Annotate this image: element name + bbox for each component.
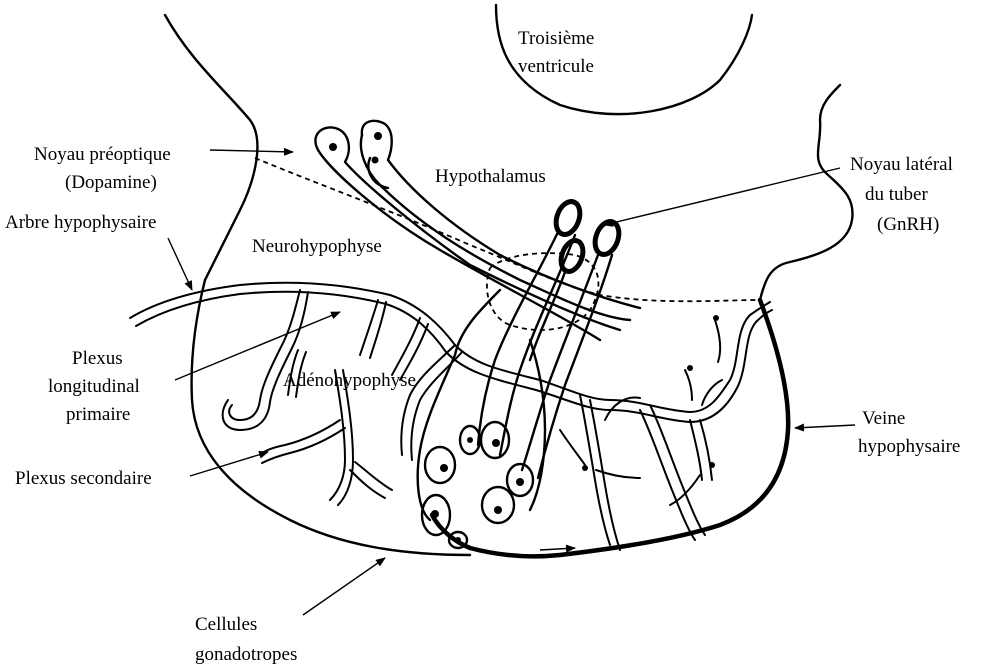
- label-lateral-tuber-2: du tuber: [865, 184, 928, 205]
- gnrh-neurons: [478, 198, 623, 478]
- label-primary-plexus-1: Plexus: [72, 348, 123, 369]
- label-neurohypophysis: Neurohypophyse: [252, 236, 382, 257]
- label-hypophyseal-tree: Arbre hypophysaire: [5, 212, 156, 233]
- label-third-ventricle-1: Troisième: [518, 28, 594, 49]
- right-capillaries: [560, 315, 722, 550]
- label-gonadotropes-1: Cellules: [195, 614, 257, 635]
- label-preoptic-nucleus-1: Noyau préoptique: [34, 144, 171, 165]
- label-third-ventricle-2: ventricule: [518, 56, 594, 77]
- label-lateral-tuber-1: Noyau latéral: [850, 154, 953, 175]
- label-preoptic-nucleus-2: (Dopamine): [65, 172, 157, 193]
- label-hypothalamus: Hypothalamus: [435, 166, 546, 187]
- label-secondary-plexus: Plexus secondaire: [15, 468, 152, 489]
- axon-tract-left: [418, 290, 500, 520]
- label-adenohypophysis: Adénohypophyse: [283, 370, 416, 391]
- brain-outline-right: [760, 85, 853, 300]
- label-primary-plexus-2: longitudinal: [48, 376, 140, 397]
- brain-outline-left: [165, 15, 257, 280]
- label-hypophyseal-vein-2: hypophysaire: [858, 436, 960, 457]
- label-gonadotropes-2: gonadotropes: [195, 644, 297, 665]
- label-primary-plexus-3: primaire: [66, 404, 130, 425]
- preoptic-neurons: [315, 121, 640, 340]
- label-lateral-tuber-3: (GnRH): [877, 214, 939, 235]
- label-hypophyseal-vein-1: Veine: [862, 408, 905, 429]
- vein-flow-arrow: [540, 548, 575, 550]
